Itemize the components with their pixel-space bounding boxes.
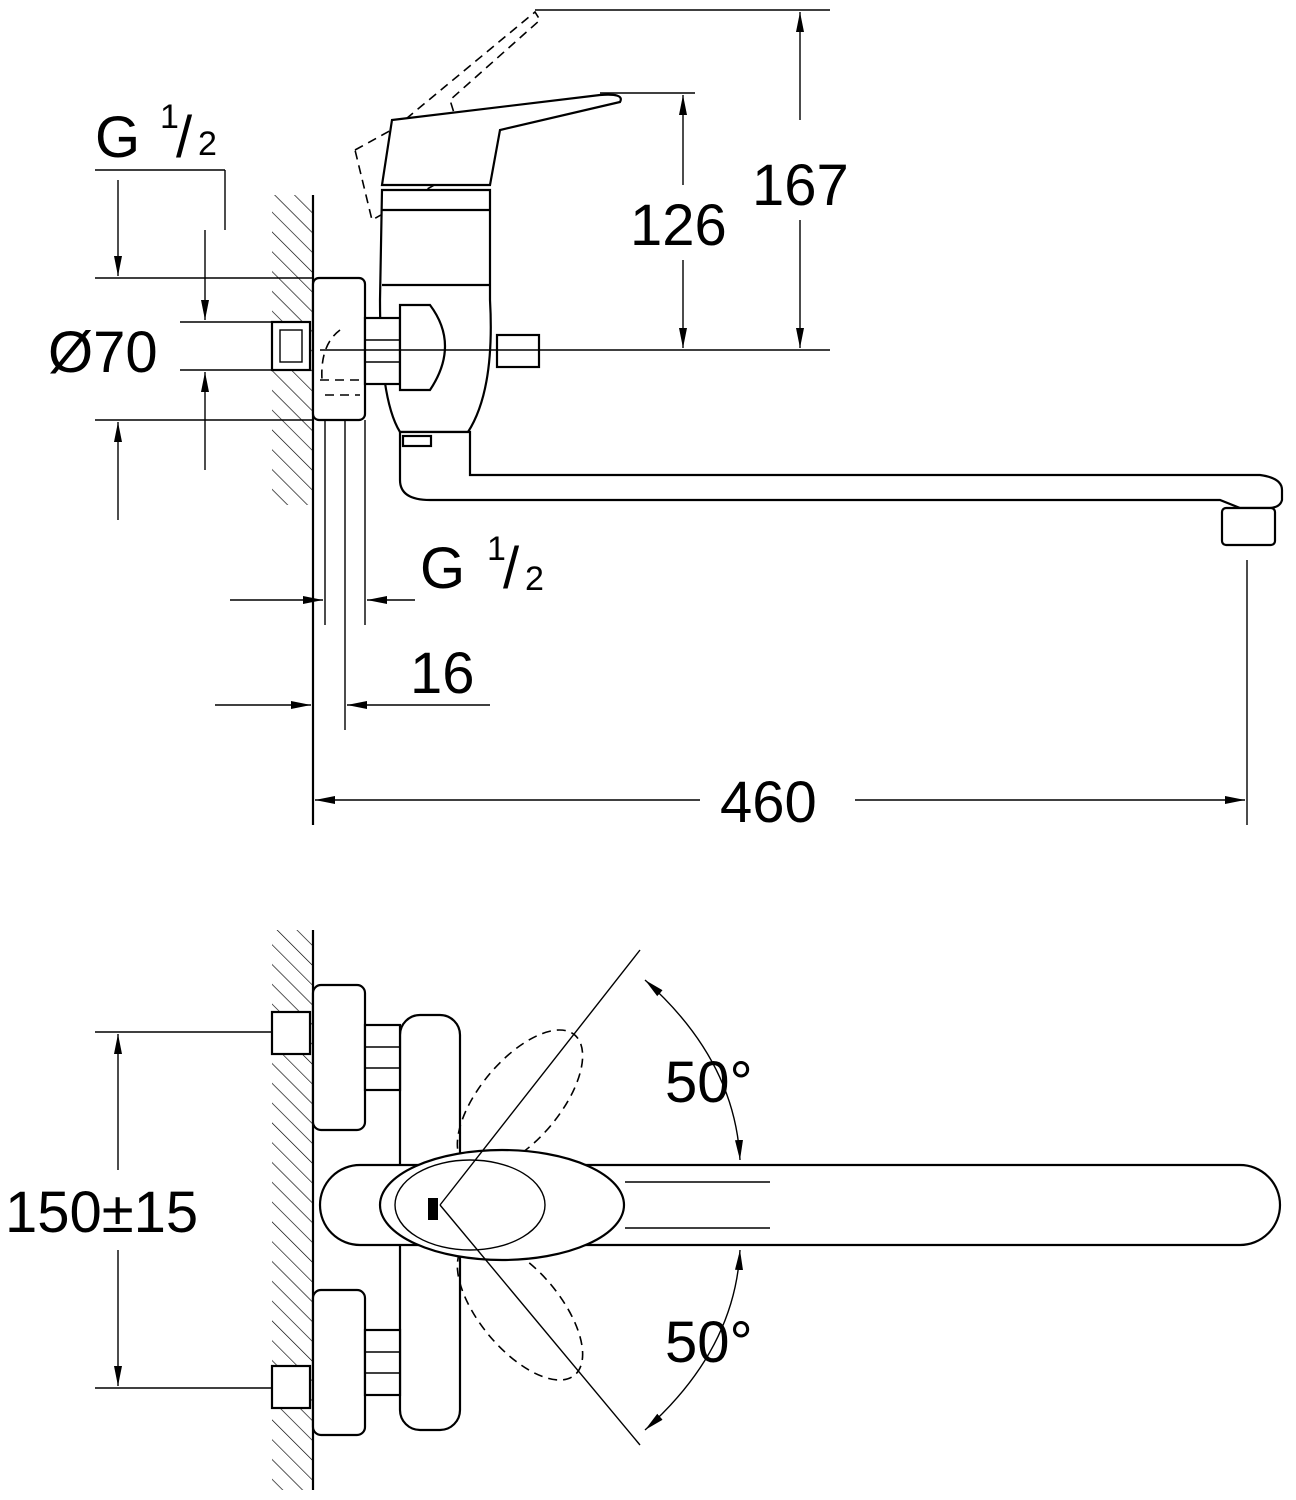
escutcheon-lower [311, 1288, 367, 1437]
angle-up-50: 50° [665, 1050, 753, 1115]
angle-down-50: 50° [665, 1310, 753, 1375]
spout [398, 430, 1284, 510]
hex-nut [363, 316, 402, 386]
dim-460: 460 [720, 770, 817, 835]
nut-lower [363, 1328, 402, 1397]
lever-left-position [456, 1029, 584, 1171]
dim-diameter-70: Ø70 [48, 320, 158, 385]
escutcheon-upper [311, 983, 367, 1132]
dim-16: 16 [410, 641, 475, 706]
fraction-slash: / [503, 536, 520, 601]
dim-167: 167 [752, 153, 849, 218]
cartridge-cap [398, 303, 447, 392]
thread-bottom-letter: G [420, 536, 465, 601]
fraction-slash: / [176, 105, 193, 170]
fitting-upper [270, 1010, 312, 1056]
handle-hub [378, 1148, 626, 1262]
lever-handle [380, 93, 622, 187]
thread-bottom-den: 2 [525, 560, 544, 598]
dim-150-15: 150±15 [5, 1180, 198, 1245]
side-connector [495, 333, 541, 369]
thread-top-num: 1 [160, 98, 179, 136]
thread-top-letter: G [95, 105, 140, 170]
dim-126: 126 [630, 193, 727, 258]
thread-bottom-num: 1 [487, 530, 506, 568]
wall-fitting [270, 320, 312, 372]
nut-upper [363, 1023, 402, 1092]
top-view: 50° 50° 150±15 [5, 930, 1282, 1490]
fitting-lower [270, 1364, 312, 1410]
escutcheon [311, 276, 367, 422]
aerator [1220, 506, 1277, 547]
side-view: 167 126 G 1 / 2 Ø70 G 1 / 2 16 [48, 9, 1284, 835]
thread-top-den: 2 [198, 125, 217, 163]
